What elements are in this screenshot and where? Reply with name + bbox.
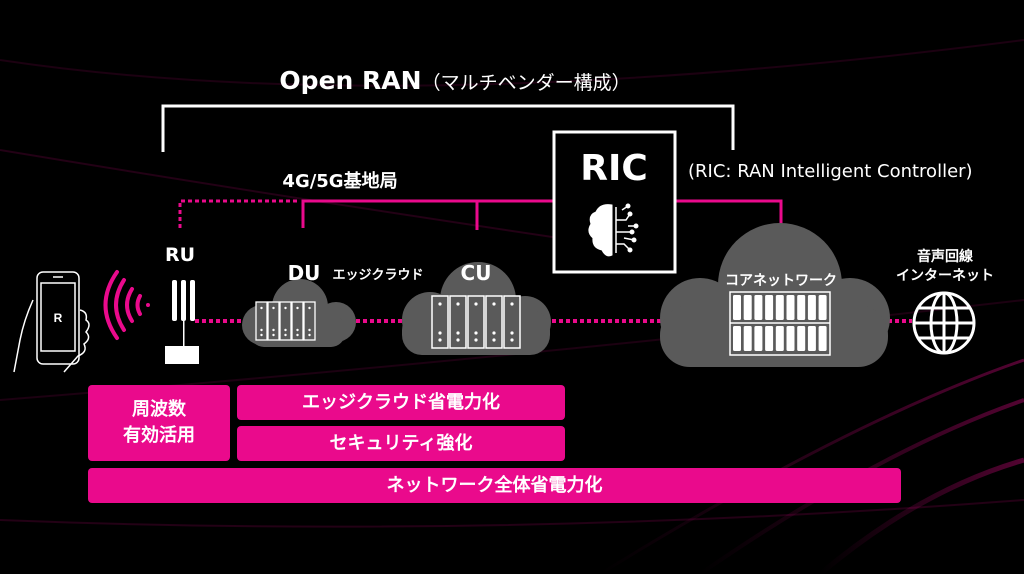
server-indicator xyxy=(308,328,311,332)
server-indicator xyxy=(492,331,496,335)
server-indicator xyxy=(308,306,311,310)
ric-description: (RIC: RAN Intelligent Controller) xyxy=(688,161,973,182)
internet-label: インターネット xyxy=(896,268,994,284)
server-indicator xyxy=(260,333,263,337)
ric-connection-left xyxy=(301,199,553,230)
core-server-slot xyxy=(786,326,795,351)
server-indicator xyxy=(296,333,299,337)
server-indicator xyxy=(438,302,442,306)
core-server-slot xyxy=(786,295,795,320)
benefit-edge-power-saving: エッジクラウド省電力化 xyxy=(237,385,565,420)
edge-cloud-label: エッジクラウド xyxy=(332,268,424,283)
server-indicator xyxy=(456,302,460,306)
core-network-label: コアネットワーク xyxy=(725,273,837,289)
globe-icon xyxy=(912,291,976,355)
server-indicator xyxy=(272,328,275,332)
server-indicator xyxy=(296,328,299,332)
smartphone-hand-icon xyxy=(13,271,90,373)
open-ran-bracket xyxy=(161,104,735,152)
core-server-slot xyxy=(807,326,816,351)
phone-logo: R xyxy=(54,311,63,325)
server-indicator xyxy=(510,338,514,342)
title-sub: （マルチベンダー構成） xyxy=(421,72,631,94)
cu-server-rack-icon xyxy=(431,295,521,349)
server-indicator xyxy=(284,328,287,332)
server-indicator xyxy=(284,306,287,310)
external-network-label: 音声回線 インターネット xyxy=(896,248,994,286)
core-server-slot xyxy=(733,326,741,351)
benefit-security: セキュリティ強化 xyxy=(237,426,565,461)
ric-box xyxy=(552,130,677,274)
cu-label: CU xyxy=(460,261,492,285)
core-server-slot xyxy=(775,326,784,351)
server-indicator xyxy=(474,331,478,335)
ru-label: RU xyxy=(164,244,196,266)
server-indicator xyxy=(456,331,460,335)
server-indicator xyxy=(296,306,299,310)
benefit-network-power-saving: ネットワーク全体省電力化 xyxy=(88,468,901,503)
ric-label: RIC xyxy=(580,148,648,189)
core-server-slot xyxy=(754,295,763,320)
server-indicator xyxy=(510,331,514,335)
diagram-title: Open RAN（マルチベンダー構成） xyxy=(279,66,630,95)
benefit-spectrum-line2: 有効活用 xyxy=(123,425,195,446)
server-indicator xyxy=(260,328,263,332)
base-station-label: 4G/5G基地局 xyxy=(282,171,398,192)
server-indicator xyxy=(284,333,287,337)
core-server-slot xyxy=(743,295,752,320)
server-indicator xyxy=(438,331,442,335)
server-indicator xyxy=(474,338,478,342)
core-server-slot xyxy=(818,295,827,320)
server-indicator xyxy=(492,338,496,342)
benefit-spectrum-efficiency: 周波数有効活用 xyxy=(88,385,230,461)
voice-line-label: 音声回線 xyxy=(917,249,973,265)
title-main: Open RAN xyxy=(279,66,422,95)
core-server-slot xyxy=(765,326,774,351)
server-indicator xyxy=(438,338,442,342)
benefit-spectrum-line1: 周波数 xyxy=(132,399,186,420)
ru-antenna-icon xyxy=(165,280,199,364)
core-server-slot xyxy=(743,326,752,351)
server-indicator xyxy=(510,302,514,306)
server-indicator xyxy=(308,333,311,337)
core-server-slot xyxy=(797,295,806,320)
core-server-slot xyxy=(733,295,741,320)
server-indicator xyxy=(272,306,275,310)
ru-dotted-connection xyxy=(178,199,300,228)
wireless-signal-icon xyxy=(103,270,142,340)
core-server-slot xyxy=(754,326,763,351)
server-indicator xyxy=(492,302,496,306)
ai-brain-icon xyxy=(588,203,639,257)
server-indicator xyxy=(272,333,275,337)
core-server-slot xyxy=(797,326,806,351)
du-label: DU xyxy=(287,261,321,285)
du-server-rack-icon xyxy=(255,301,316,341)
core-server-slot xyxy=(775,295,784,320)
core-server-slot xyxy=(807,295,816,320)
core-server-slot xyxy=(765,295,774,320)
server-indicator xyxy=(456,338,460,342)
core-server-slot xyxy=(818,326,827,351)
server-indicator xyxy=(260,306,263,310)
server-indicator xyxy=(474,302,478,306)
